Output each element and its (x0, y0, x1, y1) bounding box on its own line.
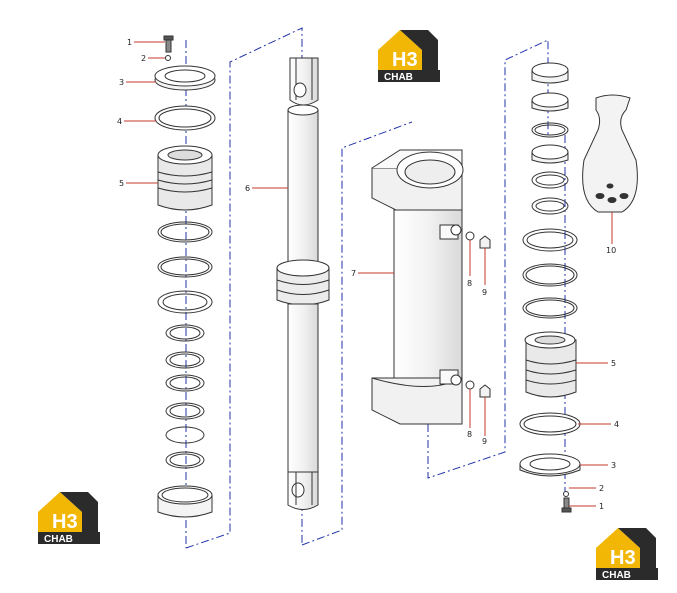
left-part-stack (154, 35, 216, 518)
cylinder-head-icon (524, 331, 577, 398)
callout-labels: 1 2 3 4 5 6 7 8 9 8 9 10 5 4 3 2 1 (117, 38, 619, 511)
callout-7: 7 (351, 269, 356, 278)
brand-logo-top: H3 CHAB (378, 30, 440, 83)
brand-logo-bottom-right: H3 CHAB (596, 528, 658, 581)
grease-washer-icon (465, 380, 475, 390)
callout-3: 3 (611, 461, 616, 470)
brand-logo-left: H3 CHAB (38, 492, 100, 545)
retaining-ring-icon (519, 412, 581, 436)
seal-rings-right (522, 62, 578, 319)
callout-1: 1 (127, 38, 132, 47)
grease-port-lower (439, 369, 462, 386)
callout-5: 5 (119, 179, 124, 188)
cylinder-head-icon (157, 145, 213, 211)
seal-rings-left (157, 221, 213, 469)
logo-word: CHAB (44, 534, 73, 545)
bushing-left (157, 485, 213, 518)
logo-word: CHAB (602, 570, 631, 581)
logo-word: CHAB (384, 72, 413, 83)
piston-rod (276, 57, 330, 510)
callout-8: 8 (467, 279, 472, 288)
logo-mark: H3 (52, 511, 78, 533)
leader-lines (124, 41, 613, 507)
logo-mark: H3 (392, 49, 418, 71)
callout-4: 4 (614, 420, 619, 429)
callout-6: 6 (245, 184, 250, 193)
screw-icon (561, 497, 572, 513)
callout-10: 10 (606, 246, 616, 255)
assembly-guide-lines (185, 27, 566, 549)
grease-fittings (465, 231, 491, 398)
screw-icon (163, 35, 174, 53)
callout-8: 8 (467, 430, 472, 439)
callout-3: 3 (119, 78, 124, 87)
washer-icon (563, 491, 569, 497)
callout-4: 4 (117, 117, 122, 126)
grease-nipple-icon (479, 235, 491, 249)
callout-2: 2 (599, 484, 604, 493)
grease-nipple-icon (479, 384, 491, 398)
cylinder-barrel (371, 149, 464, 425)
callout-5: 5 (611, 359, 616, 368)
logo-mark: H3 (610, 547, 636, 569)
grease-washer-icon (465, 231, 475, 241)
grease-port-upper (439, 224, 462, 240)
callout-2: 2 (141, 54, 146, 63)
right-part-stack (519, 62, 581, 513)
callout-9: 9 (482, 437, 487, 446)
washer-icon (165, 55, 171, 61)
callout-1: 1 (599, 502, 604, 511)
piston-icon (276, 259, 330, 306)
lock-nut-icon (519, 453, 581, 477)
seal-kit-pouch-icon (582, 94, 638, 213)
callout-9: 9 (482, 288, 487, 297)
retaining-ring-icon (154, 105, 216, 131)
lock-nut-icon (154, 65, 216, 91)
